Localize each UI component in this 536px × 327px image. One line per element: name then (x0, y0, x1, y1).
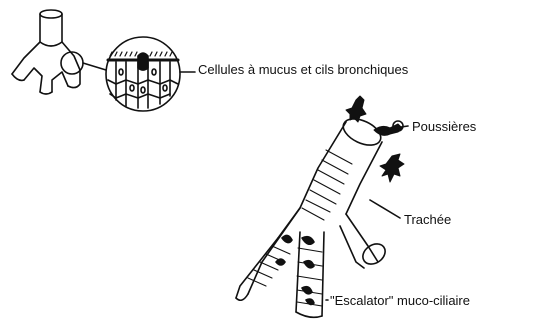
cell-detail-circle (106, 37, 180, 111)
magnifier-source-circle (61, 52, 83, 74)
trachea-leader-line (370, 200, 400, 218)
magnifier-pointer (83, 63, 106, 70)
trachea-drawing (236, 114, 389, 318)
escalator-label: "Escalator" muco-ciliaire (330, 294, 470, 307)
cells-label: Cellules à mucus et cils bronchiques (198, 63, 408, 76)
dust-particles (346, 96, 404, 182)
dust-label: Poussières (412, 120, 476, 133)
trachea-label: Trachée (404, 213, 451, 226)
